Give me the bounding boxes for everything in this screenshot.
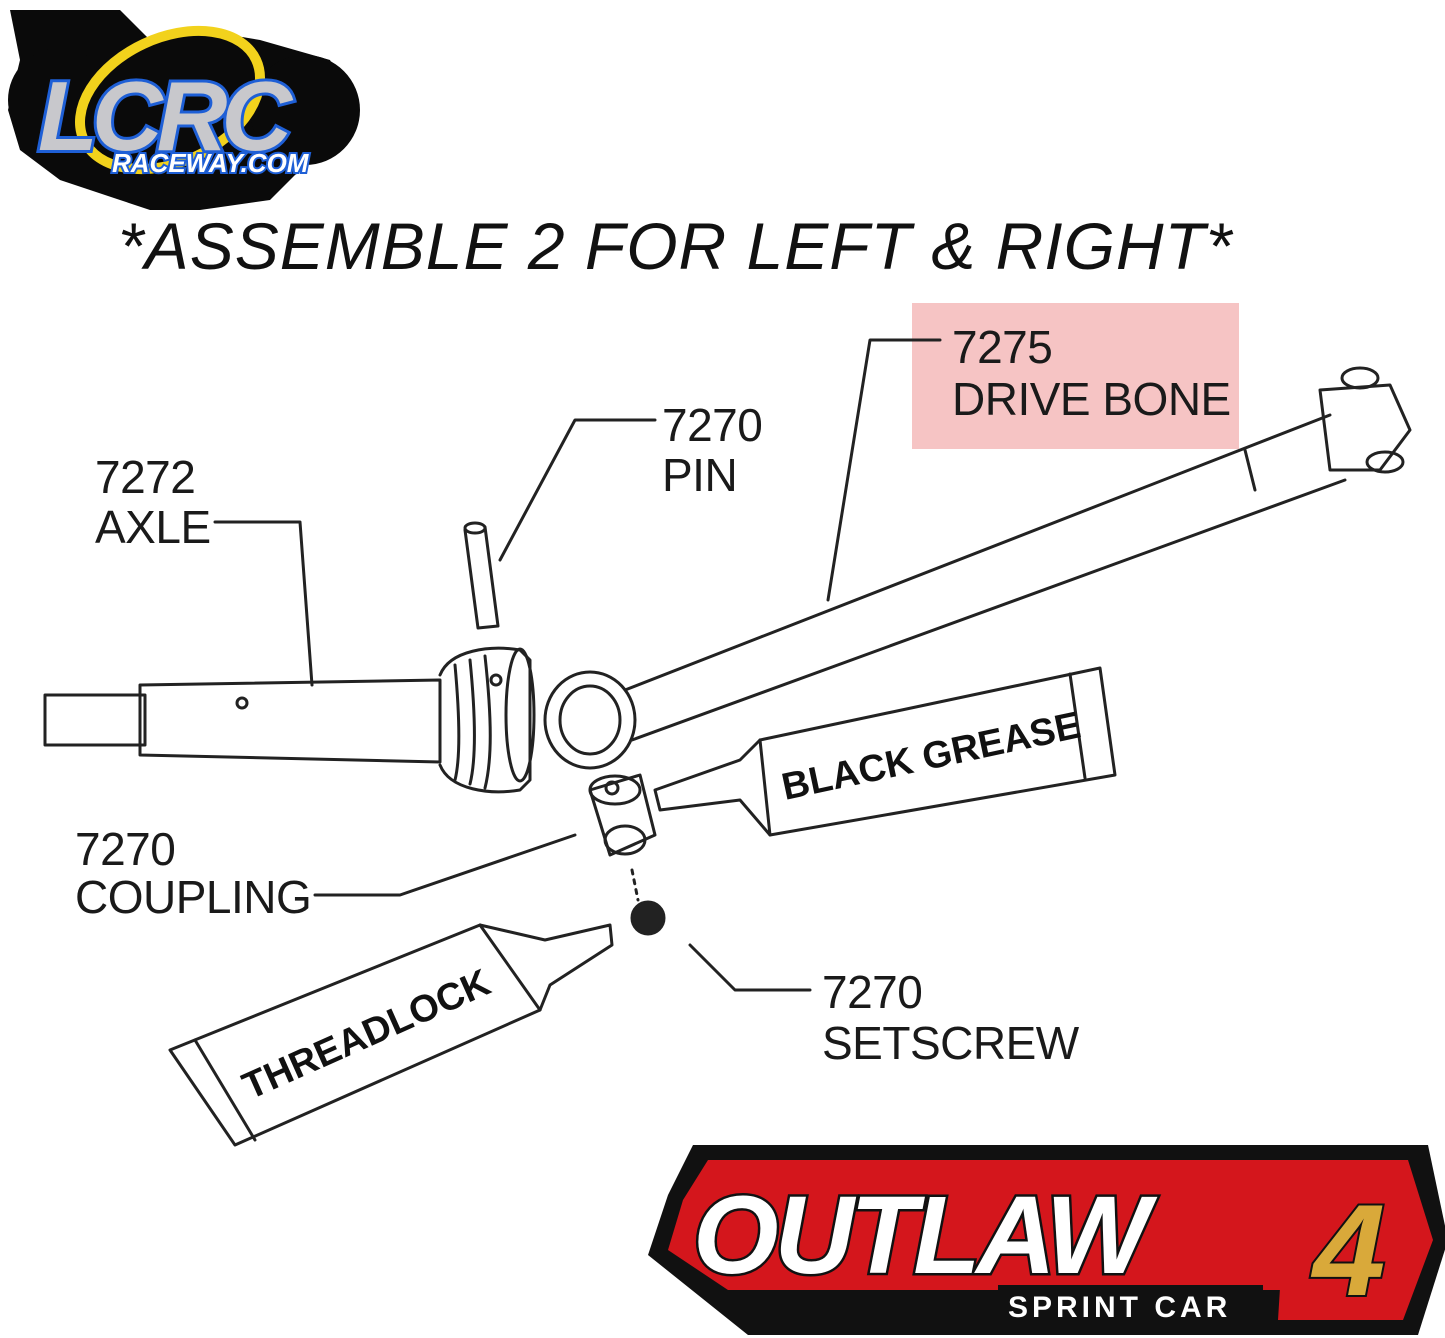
pin-name: PIN xyxy=(662,449,738,501)
logo-red-band xyxy=(668,1160,1298,1290)
sprint-car-letters: SPRINT CAR xyxy=(1008,1291,1231,1324)
threadlock-tube-part xyxy=(168,923,614,1147)
wheel-left xyxy=(8,48,112,152)
drive-bone-number: 7275 xyxy=(952,321,1053,373)
drive-bone-highlight xyxy=(912,303,1239,449)
drive-bone-name: DRIVE BONE xyxy=(952,373,1231,425)
outlaw-letters: OUTLAW xyxy=(693,1174,1158,1297)
setscrew-number: 7270 xyxy=(822,966,923,1018)
grease-tube-label: BLACK GREASE xyxy=(778,705,1084,809)
drive-bone-part xyxy=(543,366,1412,770)
leader-coupling xyxy=(313,833,577,897)
diagram-title: *ASSEMBLE 2 FOR LEFT & RIGHT* xyxy=(118,209,1233,283)
coupling-number: 7270 xyxy=(75,823,176,875)
sprint-car-bar xyxy=(998,1285,1263,1327)
lcrc-letters: LCRC xyxy=(38,61,293,171)
pin-part xyxy=(463,521,500,630)
setscrew-name: SETSCREW xyxy=(822,1017,1079,1069)
axle-number: 7272 xyxy=(95,451,196,503)
axle-part xyxy=(43,646,536,794)
outlaw-logo: OUTLAW 4 SPRINT CAR xyxy=(648,1145,1445,1335)
coupling-name: COUPLING xyxy=(75,871,312,923)
raceway-letters: RACEWAY.COM xyxy=(112,148,310,178)
lcrc-logo: LCRC RACEWAY.COM xyxy=(8,10,360,210)
leader-drive-bone xyxy=(826,338,942,602)
wheel-right xyxy=(250,55,360,165)
grease-tube-part xyxy=(653,666,1117,837)
yellow-swoosh xyxy=(75,25,265,175)
leader-axle xyxy=(213,520,314,687)
coupling-part xyxy=(588,773,657,857)
number-panel xyxy=(1278,1160,1433,1320)
leader-setscrew xyxy=(688,943,812,992)
pin-number: 7270 xyxy=(662,399,763,451)
setscrew-part xyxy=(630,868,666,936)
leader-pin xyxy=(498,418,657,562)
axle-name: AXLE xyxy=(95,501,211,553)
number-four: 4 xyxy=(1310,1177,1385,1323)
